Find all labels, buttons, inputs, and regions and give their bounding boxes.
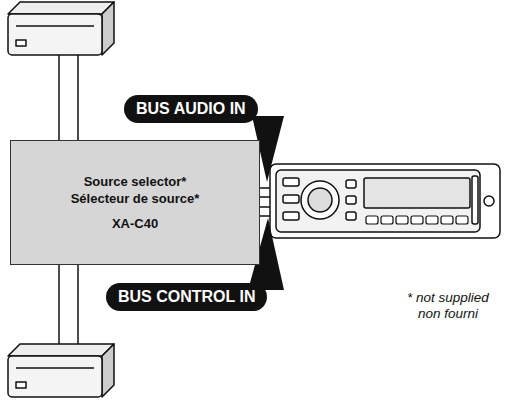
preset-button [441, 216, 453, 224]
cd-changer [8, 344, 114, 397]
changer-slot [16, 367, 94, 369]
button [283, 212, 299, 220]
faceplate [276, 170, 480, 232]
volume-knob [308, 188, 332, 212]
button [283, 195, 299, 203]
cd-changer [8, 2, 114, 55]
head-unit [270, 164, 500, 238]
volume-knob [301, 181, 339, 219]
cable [77, 55, 79, 141]
preset-button [411, 216, 423, 224]
button [346, 196, 356, 204]
changer-slot [16, 25, 94, 27]
changer-side [102, 344, 114, 397]
release-button [472, 176, 478, 224]
selector-box: Source selector*Sélecteur de source* XA-C… [10, 140, 260, 265]
cable [58, 264, 60, 356]
changer-side [102, 2, 114, 55]
preset-button [426, 216, 438, 224]
changer-front [8, 14, 102, 55]
model-number: XA-C40 [112, 215, 158, 232]
changer-top [8, 344, 114, 356]
port-callout: BUS CONTROL IN [106, 283, 267, 311]
display [364, 178, 470, 208]
button [346, 212, 356, 220]
footnote: non fourni [418, 306, 478, 322]
changer-top [8, 2, 114, 14]
button [283, 178, 299, 186]
cable [58, 55, 60, 141]
footnote: * not supplied [407, 290, 489, 306]
box-title: Source selector* [84, 173, 187, 190]
port-callout: BUS AUDIO IN [124, 95, 258, 123]
head-unit-body [270, 164, 500, 238]
preset-buttons [366, 216, 468, 224]
changer-button [16, 382, 26, 388]
preset-button [396, 216, 408, 224]
indicator [484, 196, 494, 206]
box-title: Sélecteur de source* [71, 190, 200, 207]
changer-front [8, 356, 102, 397]
preset-button [366, 216, 378, 224]
cable [77, 264, 79, 356]
button [346, 180, 356, 188]
preset-button [456, 216, 468, 224]
changer-button [16, 40, 26, 46]
preset-button [381, 216, 393, 224]
